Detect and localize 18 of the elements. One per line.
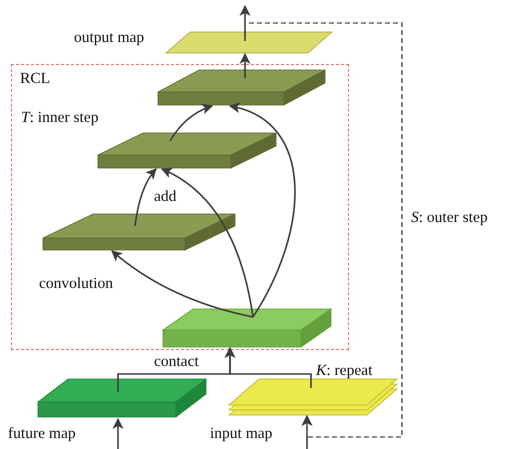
layer-note: K: repeat	[316, 362, 372, 380]
layer-caption: output map	[74, 29, 144, 46]
group-title: RCL	[20, 70, 50, 88]
arrow	[169, 104, 214, 142]
layer-caption: input map	[210, 425, 272, 442]
layer-caption: future map	[8, 425, 76, 442]
arrow	[240, 52, 250, 78]
dashed-arrow	[249, 22, 403, 438]
arrow	[112, 418, 124, 449]
arrow	[161, 168, 254, 318]
dashed-frame	[11, 64, 349, 350]
arrow	[134, 168, 157, 226]
arrow	[111, 250, 254, 318]
arrow	[224, 346, 312, 388]
edge-label: S: outer step	[410, 209, 489, 226]
arrow	[240, 4, 250, 41]
group-note: T: inner step	[21, 109, 98, 126]
arrow	[228, 103, 296, 318]
